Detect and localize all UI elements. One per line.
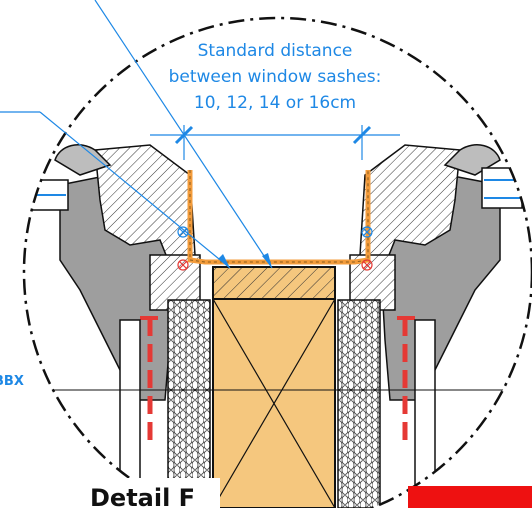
wood-post-cap	[212, 266, 336, 300]
connector-flashing-seam	[189, 170, 369, 263]
leader-arrow-1	[262, 253, 272, 268]
dim-tick-left	[174, 125, 194, 145]
red-accent-bar	[408, 486, 532, 508]
right-sash-profile	[359, 144, 461, 266]
right-lower-frame	[414, 319, 436, 508]
left-insulation	[167, 299, 211, 508]
annotation-line-2: between window sashes:	[169, 67, 382, 87]
section-detail	[24, 144, 532, 508]
leader-arrow-2	[218, 254, 230, 268]
annotation-line-1: Standard distance	[198, 41, 353, 61]
detail-title: Detail F	[90, 484, 195, 508]
dim-tick-right	[352, 125, 372, 145]
left-sash-profile	[94, 144, 196, 266]
seal-markers	[177, 226, 373, 271]
left-lower-frame	[119, 319, 141, 508]
wood-post-cross-2	[212, 298, 336, 508]
right-insulation	[337, 299, 381, 508]
right-hardware	[481, 167, 523, 209]
detail-title-bg	[90, 478, 220, 508]
detail-circle	[22, 16, 532, 508]
side-label: BBX	[0, 374, 24, 389]
annotation-line-3: 10, 12, 14 or 16cm	[194, 93, 356, 113]
